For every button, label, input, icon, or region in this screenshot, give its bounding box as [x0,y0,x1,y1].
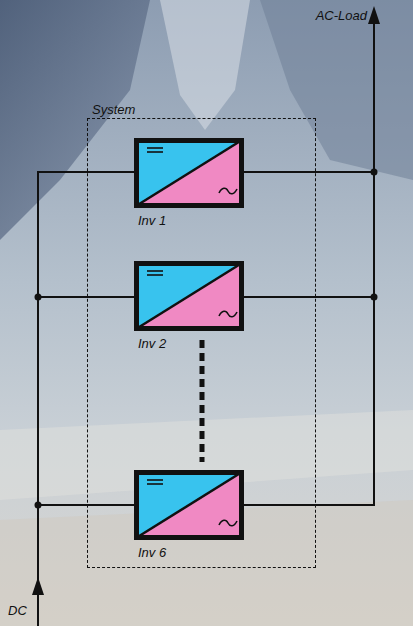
ac-wire [241,171,374,173]
system-boundary: SystemInv 1Inv 2Inv 6 [87,118,316,568]
group-heading: System [92,102,135,117]
arrow-head [32,577,44,595]
inverter-box: Inv 1 [134,138,244,208]
ac-wire [241,296,374,298]
junction-dot [35,294,42,301]
dc-bus [37,171,39,626]
inverter-symbol [134,138,244,208]
junction-dot [35,502,42,509]
junction-dot [371,169,378,176]
input-label: DC [8,603,27,618]
continuation-dots [200,340,205,462]
inverter-symbol [134,470,244,540]
junction-dot [371,294,378,301]
arrow-head [368,6,380,24]
inverter-label: Inv 2 [138,336,166,351]
ac-wire [241,504,374,506]
inverter-label: Inv 1 [138,213,166,228]
inverter-label: Inv 6 [138,545,166,560]
ac-bus [373,20,375,506]
inverter-symbol [134,261,244,331]
output-label: AC-Load [316,8,367,23]
inverter-box: Inv 2 [134,261,244,331]
inverter-box: Inv 6 [134,470,244,540]
